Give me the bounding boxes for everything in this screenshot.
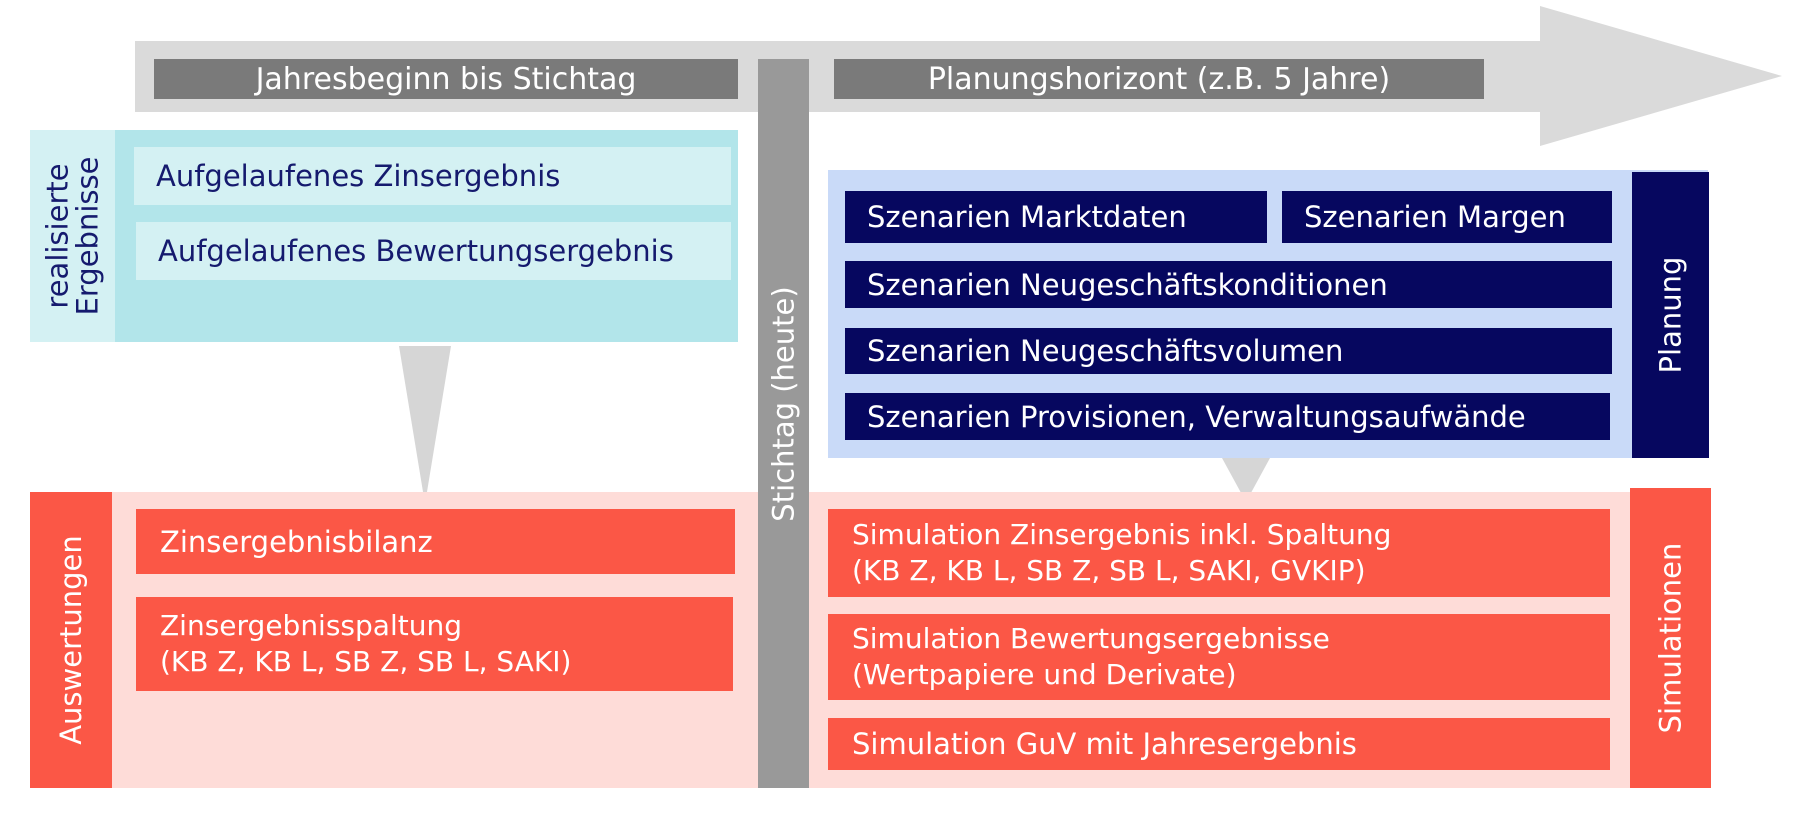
realized-side-label-line1: realisierte [40, 163, 75, 309]
timeline-right-label: Planungshorizont (z.B. 5 Jahre) [927, 61, 1391, 97]
flow-arrow-right [1222, 458, 1270, 502]
simulation-item-pnl: Simulation GuV mit Jahresergebnis [828, 718, 1610, 770]
cutoff-date-label: Stichtag (heute) [766, 285, 801, 522]
planning-item-margins: Szenarien Margen [1282, 191, 1612, 243]
timeline-right-header: Planungshorizont (z.B. 5 Jahre) [834, 59, 1484, 99]
simulations-side-label: Simulationen [1630, 488, 1711, 788]
planning-item-market-data: Szenarien Marktdaten [845, 191, 1267, 243]
planning-item-commissions: Szenarien Provisionen, Verwaltungsaufwän… [845, 393, 1610, 440]
timeline-left-header: Jahresbeginn bis Stichtag [154, 59, 738, 99]
planning-item-new-business-conditions: Szenarien Neugeschäftskonditionen [845, 261, 1612, 308]
evaluation-item-interest-balance: Zinsergebnisbilanz [136, 509, 735, 574]
realized-side-label-line2: Ergebnisse [70, 156, 105, 316]
planning-item-new-business-volume: Szenarien Neugeschäftsvolumen [845, 328, 1612, 374]
evaluation-item-interest-split: Zinsergebnisspaltung (KB Z, KB L, SB Z, … [136, 597, 733, 691]
realized-side-label: realisierte Ergebnisse [30, 130, 115, 342]
evaluations-side-label: Auswertungen [30, 492, 112, 788]
simulation-item-valuation: Simulation Bewertungsergebnisse (Wertpap… [828, 614, 1610, 700]
simulation-item-interest: Simulation Zinsergebnis inkl. Spaltung (… [828, 509, 1610, 597]
timeline-left-label: Jahresbeginn bis Stichtag [255, 61, 637, 97]
planning-side-label: Planung [1632, 172, 1709, 458]
realized-item-interest: Aufgelaufenes Zinsergebnis [134, 147, 731, 205]
flow-arrow-left [399, 346, 451, 504]
cutoff-date-divider: Stichtag (heute) [758, 59, 809, 788]
realized-item-valuation: Aufgelaufenes Bewertungsergebnis [136, 222, 731, 280]
